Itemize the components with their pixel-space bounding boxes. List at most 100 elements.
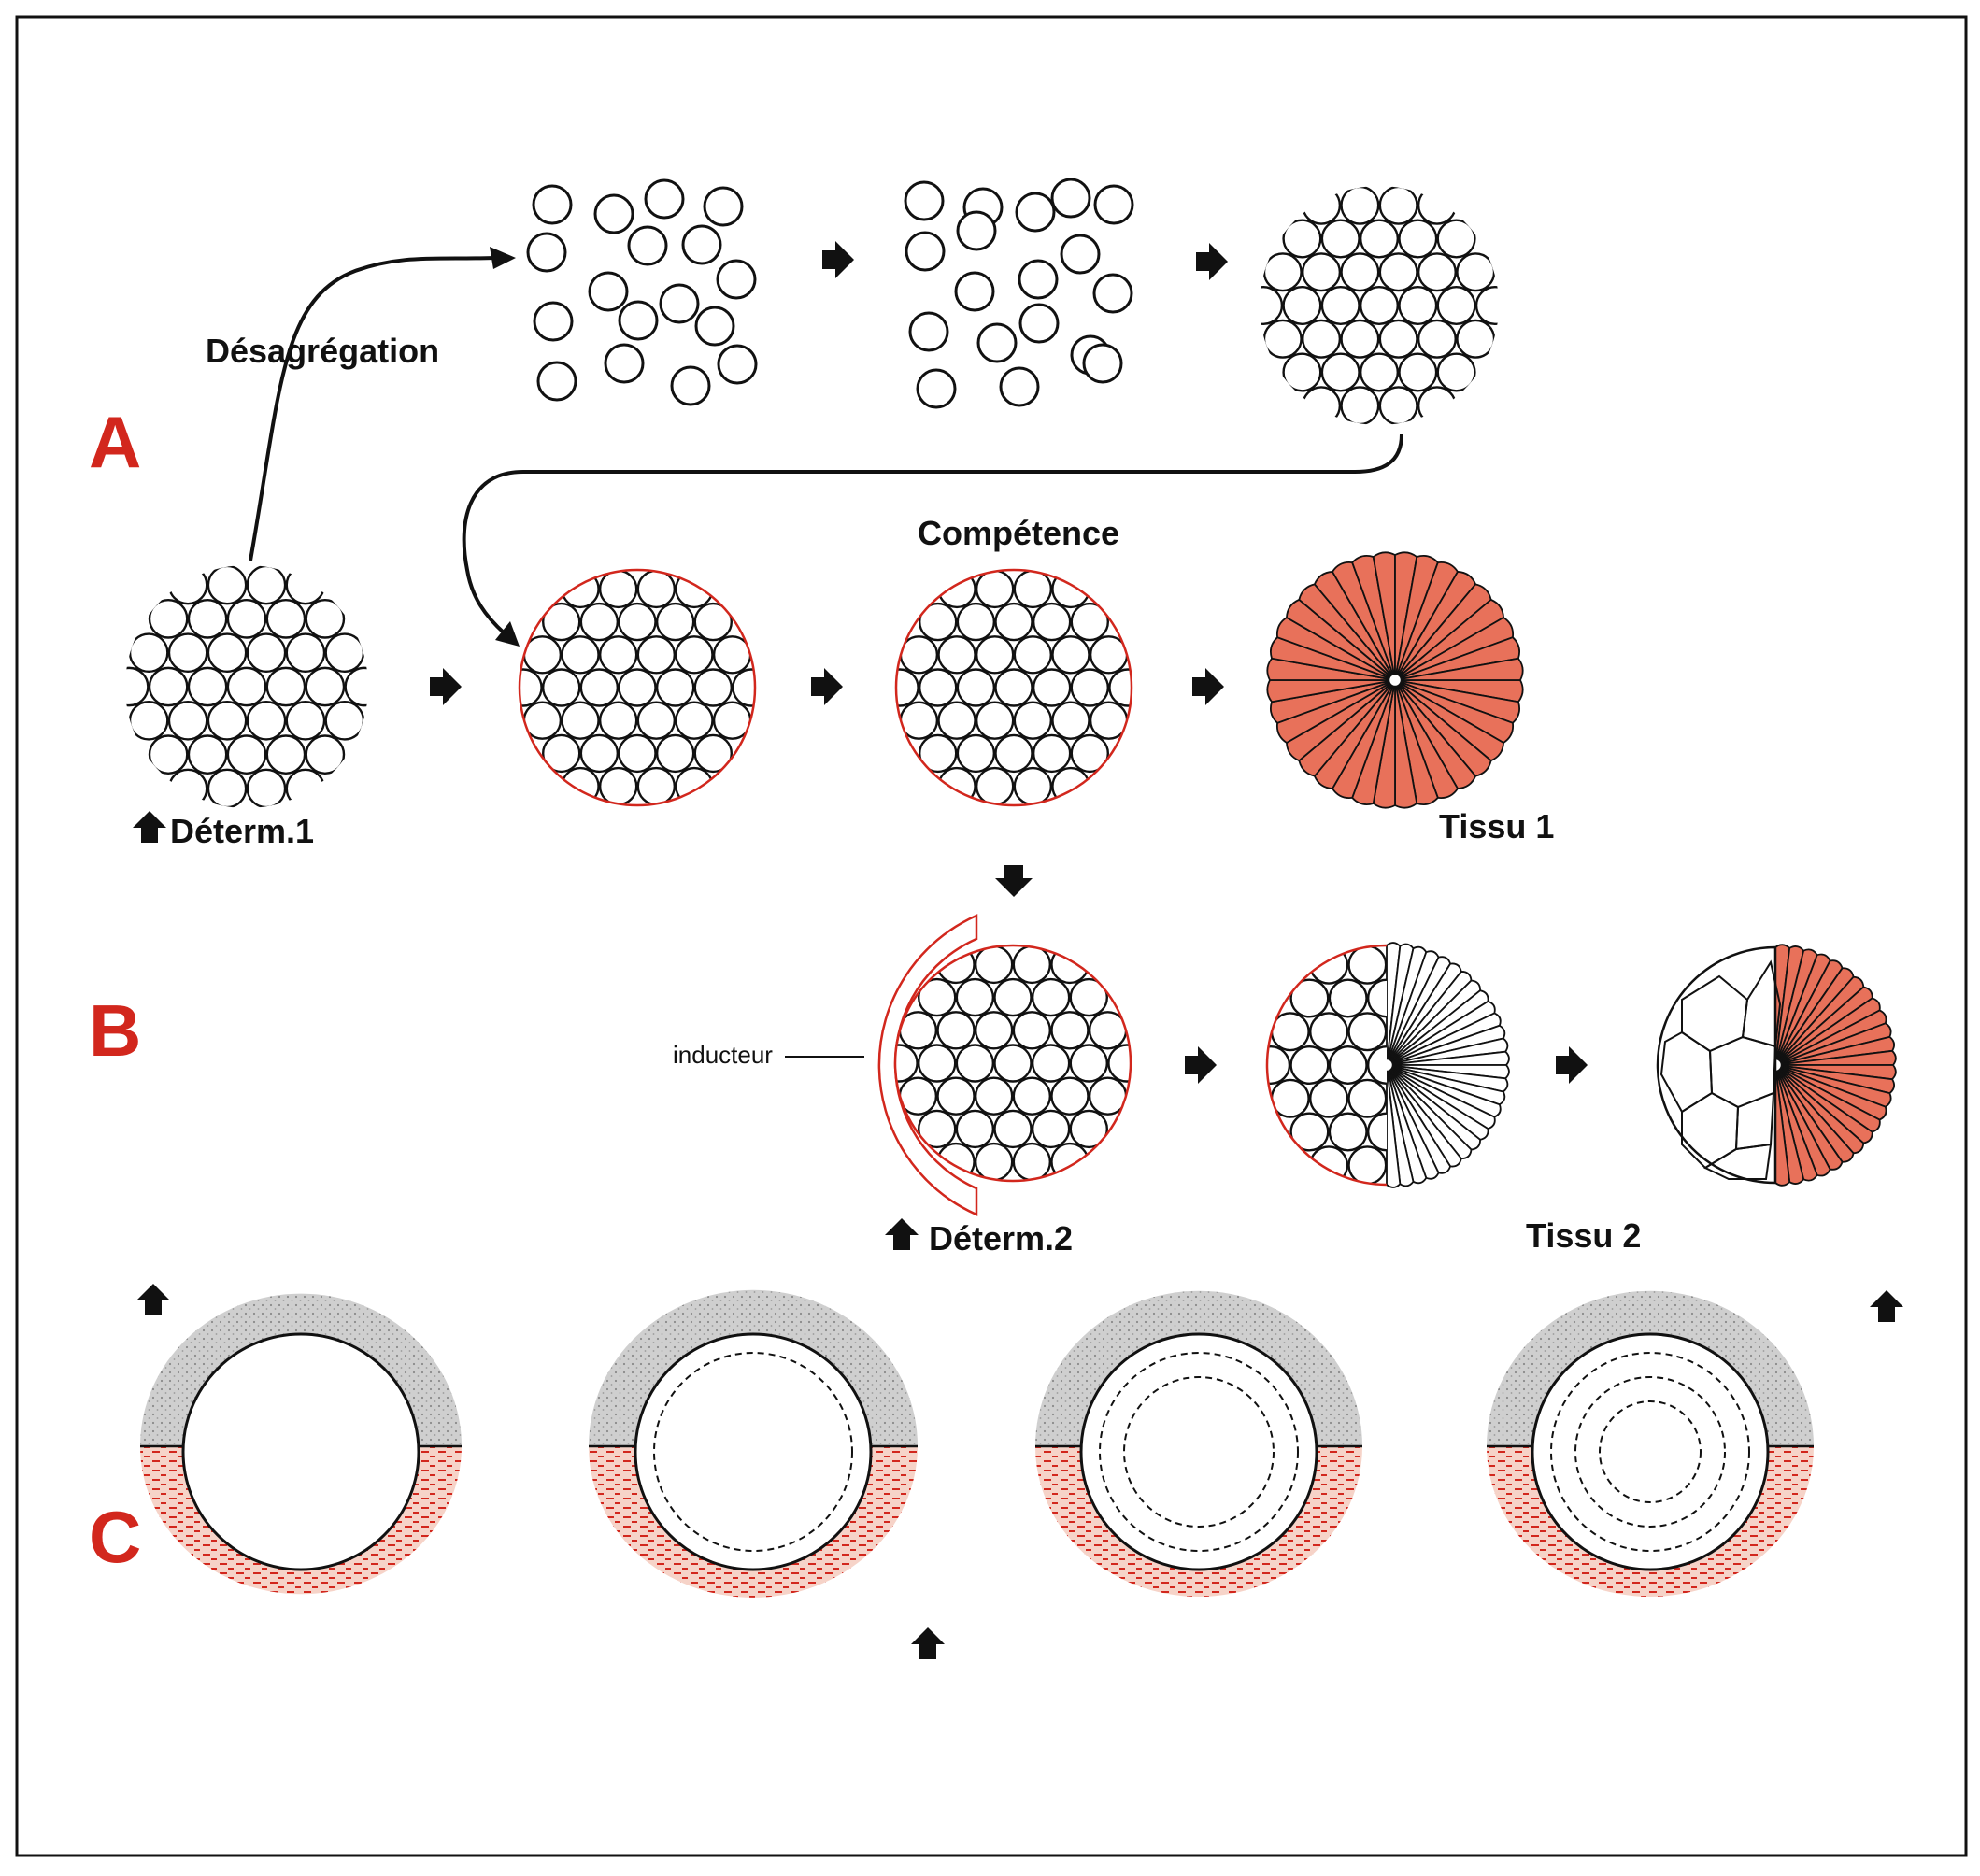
dissociated-cell: [1060, 234, 1101, 275]
cell: [305, 599, 346, 639]
cell: [1282, 352, 1322, 392]
cell: [226, 734, 267, 775]
cell: [955, 1044, 995, 1083]
arrow-up-icon: [1870, 1290, 1903, 1322]
cell: [246, 700, 287, 741]
cell: [1051, 570, 1090, 609]
desagregation-arrow: [249, 256, 496, 561]
cell: [1328, 1045, 1368, 1086]
cell: [1070, 668, 1109, 707]
cell: [1262, 319, 1303, 359]
cell: [561, 635, 600, 675]
arrow-right-icon: [811, 668, 843, 705]
cell: [1013, 766, 1053, 805]
inducteur-label: inducteur: [673, 1041, 773, 1069]
cell: [636, 766, 677, 805]
stage-c2: [589, 1289, 918, 1598]
cell: [1069, 977, 1108, 1017]
cell: [974, 1011, 1014, 1050]
cell: [1359, 219, 1400, 259]
aggregate-ring-1: [518, 568, 757, 807]
cell: [207, 632, 248, 674]
mixed-aggregate: [1265, 942, 1510, 1188]
aggregate-outline: [1265, 944, 1388, 1187]
cell: [1378, 252, 1418, 292]
cell: [1051, 701, 1090, 740]
cell: [167, 632, 208, 674]
cell: [1340, 186, 1380, 225]
aggregate-outline: [894, 568, 1133, 807]
cell: [955, 977, 995, 1017]
cell: [1289, 978, 1330, 1018]
core-circle: [181, 1332, 420, 1571]
cell: [598, 570, 638, 609]
tissu1-label: Tissu 1: [1439, 807, 1554, 846]
arrow-right-icon: [1196, 243, 1228, 280]
cell: [1309, 1145, 1349, 1185]
hex-cell: [1741, 959, 1782, 1048]
cell: [541, 668, 581, 707]
cell: [1267, 1045, 1291, 1086]
cell: [1340, 386, 1380, 425]
cell: [693, 668, 733, 707]
cell: [1050, 1011, 1090, 1050]
cell: [937, 570, 976, 609]
aggregate-competence: [894, 568, 1133, 807]
arrow-right-icon: [1185, 1046, 1217, 1084]
cell: [246, 768, 287, 808]
dissociated-cell: [717, 344, 758, 385]
cell: [918, 733, 958, 774]
cell: [285, 632, 326, 674]
lumen: [1387, 672, 1403, 689]
cell: [1398, 285, 1438, 326]
cell: [246, 565, 287, 605]
tissue-1: [1266, 551, 1524, 809]
tissue-2: [1656, 944, 1897, 1187]
cell: [285, 565, 326, 605]
cell: [324, 632, 365, 674]
cell: [1417, 252, 1457, 292]
dissociated-cell: [976, 322, 1018, 363]
cell: [693, 602, 733, 642]
dissociated-cell: [644, 178, 685, 220]
cell: [993, 1044, 1033, 1083]
cell: [1013, 701, 1053, 740]
cell: [1378, 386, 1418, 425]
cell: [1069, 1109, 1108, 1149]
cell: [1012, 1076, 1052, 1116]
cell: [1417, 186, 1457, 225]
cell: [618, 602, 657, 642]
cell: [561, 570, 600, 609]
dissociated-cell: [627, 225, 668, 266]
cell: [1398, 352, 1438, 392]
cell: [956, 602, 996, 642]
core-circle: [634, 1332, 873, 1571]
arrow-down-icon: [995, 865, 1033, 897]
cell: [167, 700, 208, 741]
dissociated-cell: [532, 184, 573, 225]
cell: [675, 701, 714, 740]
cell: [1282, 219, 1322, 259]
dissociated-cell: [1092, 273, 1133, 314]
cell: [974, 1142, 1014, 1181]
arrow-up-icon: [911, 1627, 945, 1659]
cell: [265, 599, 306, 639]
cell: [994, 733, 1033, 774]
dissociated-cell: [956, 210, 997, 251]
cell: [1070, 602, 1109, 642]
cell: [1359, 352, 1400, 392]
dissociated-cell: [905, 231, 946, 272]
dissociated-cell: [681, 224, 722, 265]
cell: [1031, 1044, 1071, 1083]
dashed-ring: [1550, 1352, 1750, 1552]
arrow-head-icon: [495, 621, 520, 647]
cell: [1340, 319, 1380, 359]
cell: [305, 666, 346, 707]
cell: [936, 1076, 976, 1116]
aggregate-outline: [518, 568, 757, 807]
inducteur-shape: [877, 914, 978, 1216]
cell: [1012, 945, 1052, 985]
competence-label: Compétence: [918, 514, 1119, 552]
cell: [1328, 1112, 1368, 1152]
